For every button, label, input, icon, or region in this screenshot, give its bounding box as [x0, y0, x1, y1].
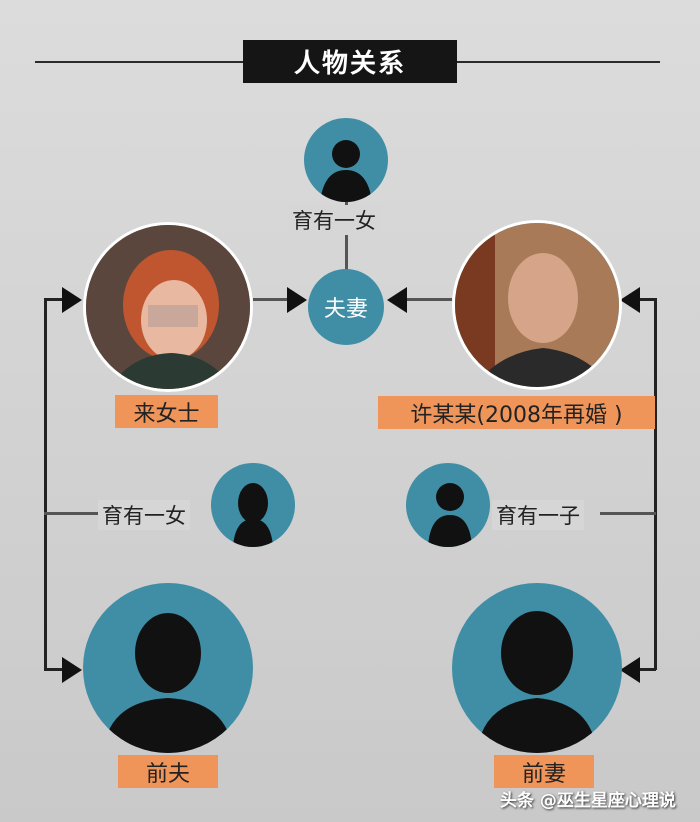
connector	[626, 668, 656, 671]
ex-wife-label: 前妻	[494, 755, 594, 788]
arrow-left-icon	[620, 287, 640, 313]
son-avatar	[406, 463, 490, 547]
top-child-label: 育有一女	[288, 205, 380, 235]
arrow-left-icon	[387, 287, 407, 313]
watermark: 头条 @巫生星座心理说	[500, 791, 676, 811]
connector	[253, 298, 293, 301]
ex-husband-avatar	[83, 583, 253, 753]
arrow-right-icon	[62, 657, 82, 683]
woman-photo	[83, 222, 253, 392]
connector	[44, 298, 74, 301]
left-bracket	[44, 298, 47, 670]
connector	[44, 512, 104, 515]
connector	[400, 298, 452, 301]
right-bracket	[654, 298, 657, 670]
connector	[345, 200, 348, 270]
couple-label: 夫妻	[323, 297, 368, 322]
arrow-right-icon	[287, 287, 307, 313]
couple-node: 夫妻	[308, 269, 384, 345]
page-title: 人物关系	[243, 40, 457, 83]
right-child-label: 育有一子	[492, 500, 584, 530]
woman-name: 来女士	[115, 395, 218, 428]
man-photo	[452, 220, 622, 390]
connector	[44, 668, 74, 671]
left-child-label: 育有一女	[98, 500, 190, 530]
connector	[626, 298, 656, 301]
man-name: 许某某(2008年再婚 )	[378, 396, 655, 429]
daughter-avatar	[211, 463, 295, 547]
arrow-left-icon	[620, 657, 640, 683]
ex-wife-avatar	[452, 583, 622, 753]
connector	[600, 512, 656, 515]
daughter-avatar	[304, 118, 388, 202]
ex-husband-label: 前夫	[118, 755, 218, 788]
arrow-right-icon	[62, 287, 82, 313]
